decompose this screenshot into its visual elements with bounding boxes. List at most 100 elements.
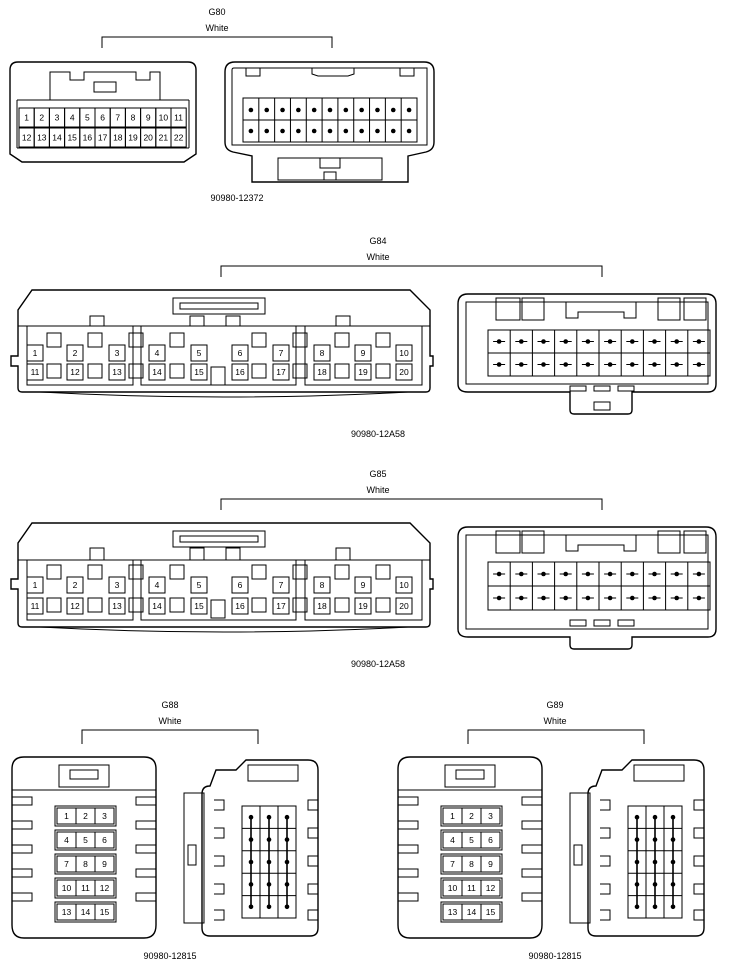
terminal-dot <box>266 814 272 820</box>
blank-cavity <box>292 332 308 348</box>
pin-cell <box>480 903 501 921</box>
pin-number: 10 <box>448 883 458 893</box>
pin-cell <box>108 597 126 615</box>
grid-frame <box>627 805 683 919</box>
pin-number: 12 <box>22 133 32 143</box>
pin-number: 8 <box>469 859 474 869</box>
pin-number: 3 <box>488 811 493 821</box>
pin-number: 2 <box>73 348 78 358</box>
pin-cell <box>26 363 44 381</box>
terminal-dot <box>406 128 412 134</box>
terminal-dot <box>280 128 285 134</box>
latch-rib <box>398 892 419 902</box>
pin-cell <box>272 363 290 381</box>
latch-rib <box>398 820 419 830</box>
side-notch <box>307 883 318 895</box>
side-notch <box>307 855 318 867</box>
pin-number: 19 <box>358 601 368 611</box>
part-number: 90980-12A58 <box>351 429 405 439</box>
pin-number: 5 <box>469 835 474 845</box>
terminal-side-view <box>224 61 435 183</box>
pin-number: 15 <box>67 133 77 143</box>
side-notch <box>214 827 225 839</box>
connector-color: White <box>158 716 181 726</box>
terminal-dot <box>266 882 272 887</box>
bracket <box>220 265 603 277</box>
terminal-dot <box>652 837 658 842</box>
pin-number: 1 <box>64 811 69 821</box>
pin-number: 14 <box>152 367 162 377</box>
terminal-grid <box>248 98 412 142</box>
pin-number: 16 <box>235 367 245 377</box>
pin-cell <box>231 344 249 362</box>
pin-cell <box>94 879 115 897</box>
pin-number: 7 <box>279 348 284 358</box>
terminal-dot <box>266 837 272 842</box>
terminal-dot <box>359 107 364 113</box>
terminal-side-view <box>457 526 717 650</box>
terminal-dot <box>390 128 396 134</box>
pin-cell <box>148 344 166 362</box>
pin-cell <box>66 597 84 615</box>
pin-number: 15 <box>194 601 204 611</box>
side-notch <box>307 909 318 921</box>
terminal-dot <box>359 128 364 134</box>
pin-number: 10 <box>62 883 72 893</box>
pin-number: 1 <box>33 580 38 590</box>
pin-number: 17 <box>98 133 108 143</box>
pin-number: 17 <box>276 367 286 377</box>
blank-cavity <box>334 332 350 348</box>
pin-number: 1 <box>24 113 29 123</box>
pin-row-frame <box>54 901 117 923</box>
pin-number: 2 <box>73 580 78 590</box>
latch-ribs <box>12 796 156 902</box>
latch-rib <box>521 820 542 830</box>
pin-cell <box>272 344 290 362</box>
pin-cell <box>354 597 372 615</box>
connector-color: White <box>205 23 228 33</box>
pin-number: 18 <box>317 601 327 611</box>
part-number: 90980-12372 <box>210 193 263 203</box>
pin-number: 5 <box>197 580 202 590</box>
side-notch <box>600 909 611 921</box>
terminal-dot <box>248 128 254 134</box>
pin-row-frame <box>440 877 503 899</box>
pin-cell <box>26 597 44 615</box>
pin-number: 11 <box>467 883 476 893</box>
side-notch <box>307 799 318 811</box>
pin-number: 13 <box>112 367 122 377</box>
pin-cell <box>480 855 501 873</box>
side-notch <box>693 827 704 839</box>
pin-cell <box>148 363 166 381</box>
pin-number: 7 <box>450 859 455 869</box>
pin-cell <box>231 597 249 615</box>
blank-cavity <box>334 363 350 379</box>
bracket <box>81 729 259 744</box>
pin-number: 14 <box>152 601 162 611</box>
terminal-grid <box>627 805 683 919</box>
terminal-dot <box>634 882 640 887</box>
terminal-dot <box>266 904 272 910</box>
terminal-dot <box>284 814 290 820</box>
terminal-dot <box>248 837 254 842</box>
pin-number: 7 <box>279 580 284 590</box>
blank-cavity <box>169 332 185 348</box>
side-notch <box>693 799 704 811</box>
pin-cell <box>94 807 115 825</box>
pin-number: 14 <box>81 907 91 917</box>
bracket <box>101 36 333 48</box>
pin-cell <box>313 576 331 594</box>
connector-id: G88 <box>161 700 178 710</box>
pin-row-frame <box>54 853 117 875</box>
pin-number: 20 <box>399 601 409 611</box>
terminal-dot <box>248 904 254 910</box>
pin-number: 4 <box>450 835 455 845</box>
pin-cell <box>354 344 372 362</box>
terminal-dot <box>248 107 254 113</box>
